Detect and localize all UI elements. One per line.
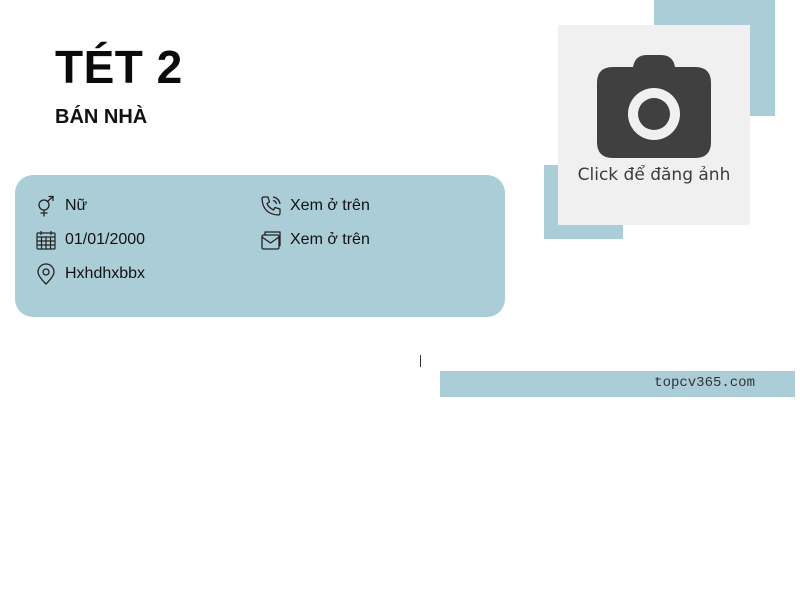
mail-icon — [260, 229, 282, 251]
info-address[interactable]: Hxhdhxbbx — [35, 262, 145, 286]
full-name[interactable]: TÉT 2 — [55, 41, 183, 93]
photo-upload-label: Click để đăng ảnh — [577, 165, 731, 185]
info-phone[interactable]: Xem ở trên — [260, 194, 370, 218]
footer-brand-bar: topcv365.com — [440, 371, 795, 397]
address-value: Hxhdhxbbx — [65, 265, 146, 282]
gender-icon — [35, 195, 57, 217]
photo-upload-button[interactable]: Click để đăng ảnh — [558, 25, 750, 225]
info-gender[interactable]: Nữ — [35, 194, 87, 218]
calendar-icon — [35, 229, 57, 251]
footer-brand-text: topcv365.com — [654, 375, 755, 391]
email-value: Xem ở trên — [290, 231, 370, 248]
phone-icon — [260, 195, 282, 217]
personal-info-card: Nữ Xem ở trên — [15, 175, 505, 317]
info-email[interactable]: Xem ở trên — [260, 228, 370, 252]
birthday-value: 01/01/2000 — [65, 231, 146, 248]
location-pin-icon — [35, 263, 57, 285]
gender-value: Nữ — [65, 197, 88, 214]
camera-icon — [597, 55, 711, 158]
job-title[interactable]: BÁN NHÀ — [55, 106, 148, 128]
phone-value: Xem ở trên — [290, 197, 370, 214]
text-cursor — [420, 355, 421, 367]
info-birthday[interactable]: 01/01/2000 — [35, 228, 145, 252]
